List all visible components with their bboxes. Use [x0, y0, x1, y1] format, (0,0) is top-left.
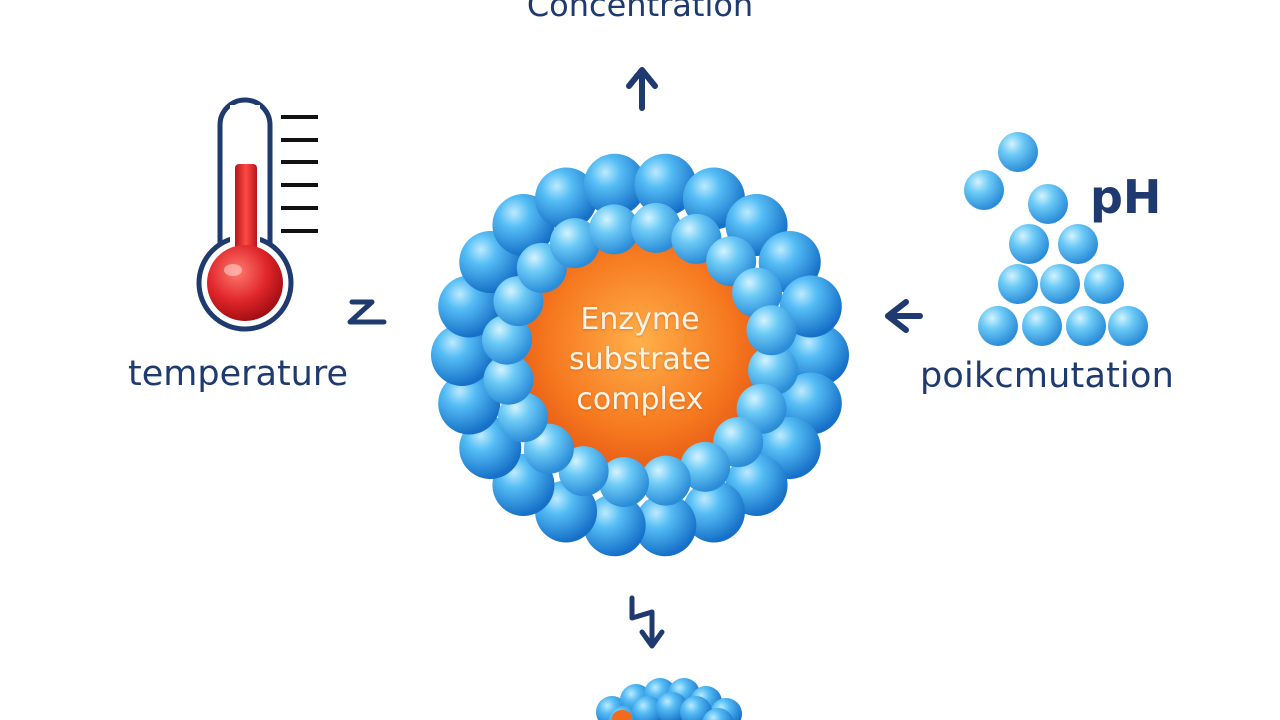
enzyme-outer-bead — [535, 167, 598, 230]
arrow-left-icon — [885, 299, 923, 333]
fragment-bead — [680, 696, 712, 720]
enzyme-inner-bead — [680, 441, 731, 492]
enzyme-inner-bead — [732, 267, 783, 318]
arrow-zigzag-left-icon — [347, 299, 387, 325]
enzyme-outer-bead — [438, 372, 501, 435]
enzyme-inner-bead — [598, 457, 649, 508]
ph-bead — [1028, 184, 1068, 224]
enzyme-inner-bead — [481, 314, 532, 365]
enzyme-inner-bead — [640, 455, 691, 506]
enzyme-inner-bead — [589, 204, 640, 255]
ph-bead — [1058, 224, 1098, 264]
thermometer-icon — [196, 97, 318, 332]
ph-molecule-cluster-icon — [964, 132, 1148, 346]
ph-bead — [1009, 224, 1049, 264]
fragment-bead — [632, 696, 664, 720]
fragment-bead — [702, 708, 734, 720]
enzyme-outer-bead — [634, 494, 697, 557]
fragment-bead — [656, 692, 688, 720]
enzyme-outer-bead — [583, 153, 646, 216]
center-label-line-3: complex — [576, 382, 704, 417]
arrow-zigzag-down-icon — [629, 595, 665, 649]
concentration-label: Concentration — [526, 0, 754, 24]
enzyme-substrate-complex-label: Enzyme substrate complex — [520, 300, 760, 420]
enzyme-outer-bead — [682, 480, 745, 543]
center-label-line-1: Enzyme — [580, 302, 700, 337]
ph-bead — [964, 170, 1004, 210]
ph-bead — [1040, 264, 1080, 304]
enzyme-fragment-icon — [596, 678, 742, 720]
enzyme-inner-bead — [631, 202, 682, 253]
ph-bead — [978, 306, 1018, 346]
ph-bead — [998, 132, 1038, 172]
ph-bead — [998, 264, 1038, 304]
arrow-up-icon — [626, 67, 658, 111]
ph-bead — [1022, 306, 1062, 346]
enzyme-inner-bead — [746, 305, 797, 356]
ph-bead — [1084, 264, 1124, 304]
enzyme-complex-icon — [431, 153, 849, 557]
enzyme-inner-bead — [549, 218, 600, 269]
enzyme-outer-bead — [779, 275, 842, 338]
enzyme-outer-bead — [634, 153, 697, 216]
enzyme-inner-bead — [497, 392, 548, 443]
enzyme-outer-bead — [583, 494, 646, 557]
enzyme-inner-bead — [483, 354, 534, 405]
fragment-core — [612, 710, 632, 720]
center-label-line-2: substrate — [568, 342, 712, 377]
ph-label: pH — [1090, 170, 1162, 224]
temperature-label: temperature — [128, 354, 348, 394]
right-factor-label: poikcmutation — [920, 356, 1174, 396]
enzyme-outer-bead — [431, 324, 493, 386]
enzyme-outer-bead — [787, 324, 849, 386]
enzyme-inner-bead — [748, 345, 799, 396]
ph-bead — [1108, 306, 1148, 346]
ph-bead — [1066, 306, 1106, 346]
